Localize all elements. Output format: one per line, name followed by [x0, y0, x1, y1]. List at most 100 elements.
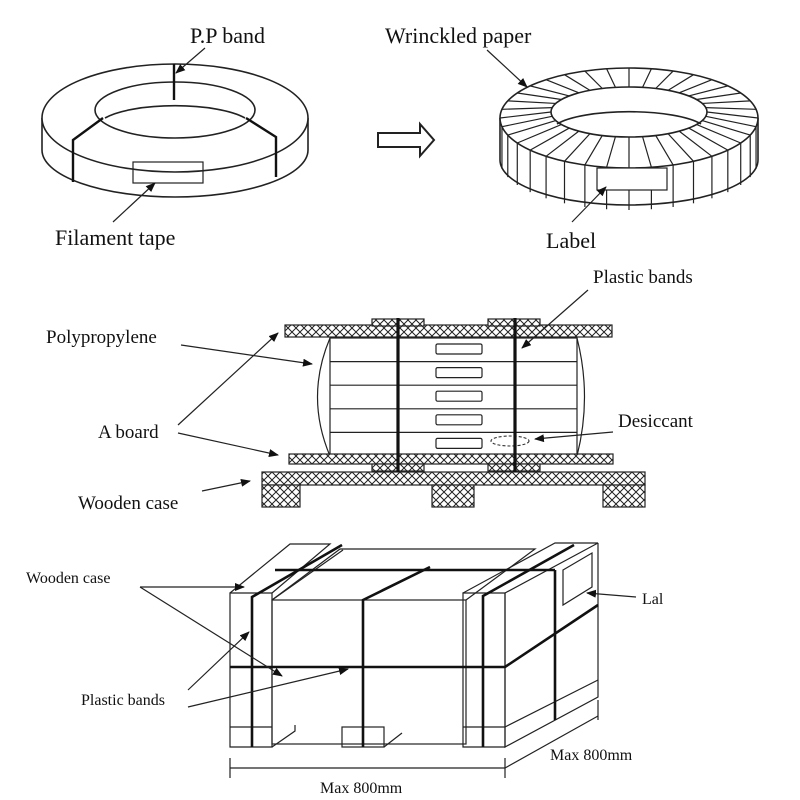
coil-label — [435, 343, 483, 355]
plastic-band-left — [250, 543, 343, 747]
wrinkle-line — [507, 119, 556, 136]
wooden-case-arrow — [201, 478, 251, 492]
wooden-case-label: Wooden case — [26, 570, 110, 587]
coil-label — [435, 414, 483, 426]
desiccant-arrow — [534, 431, 614, 443]
pp-band-label: P.P band — [190, 23, 265, 48]
coil-rows — [330, 343, 577, 449]
coil-with-wrinkled-paper: Wrinckled paper Label — [385, 23, 759, 253]
wooden-case-label: Wooden case — [78, 493, 178, 514]
plastic-band-horizontal — [230, 603, 599, 669]
wrinkle-line — [564, 133, 591, 162]
wrinkle-line — [517, 92, 562, 101]
crate-foot — [383, 732, 403, 748]
wrinkle-line — [655, 70, 674, 89]
wrinkle-line — [517, 123, 562, 144]
pp-band-arrow — [175, 47, 206, 74]
a-board-arrow-bottom — [177, 432, 279, 457]
label-arrow — [571, 186, 607, 223]
crate-right-base-line — [504, 679, 599, 728]
wooden-case-arrow-2 — [139, 586, 283, 677]
wrinkle-line — [545, 79, 580, 94]
desiccant-label: Desiccant — [618, 411, 694, 432]
wrinkle-line — [499, 111, 552, 119]
wrinkle-line — [529, 127, 570, 151]
wrinkle-line — [655, 135, 674, 166]
plastic-band-center — [361, 565, 431, 747]
wooden-case-base — [261, 471, 646, 486]
crate-front-center — [271, 599, 467, 745]
label-callout-text: Lal — [642, 591, 664, 608]
wrinkle-line — [678, 130, 713, 157]
wrinkle-line — [584, 135, 603, 166]
a-board-top — [284, 324, 613, 338]
wrinkle-line — [667, 133, 694, 162]
wrinkle-line — [501, 115, 553, 128]
wooden-crate-3d: Max 800mm Max 800mm Wooden case Plastic … — [26, 542, 664, 797]
wooden-case-foot — [602, 484, 646, 508]
pp-band-right — [245, 116, 278, 177]
coil-side-wall — [41, 118, 309, 198]
crate-end-cap-left-top — [229, 543, 332, 594]
wrinkle-lines — [499, 68, 759, 210]
wrinkle-line — [702, 119, 751, 136]
wrinkle-line — [678, 79, 713, 94]
coil-inner-wall — [556, 110, 702, 125]
wrinkle-line — [606, 136, 617, 168]
filament-tape — [132, 161, 204, 184]
wrinkle-line — [706, 111, 759, 119]
coil-with-pp-band: P.P band Filament tape — [41, 23, 309, 250]
wrinkle-line — [530, 85, 570, 97]
crate-label — [562, 551, 593, 607]
crate-right-side — [504, 543, 599, 749]
crate-end-cap-right-top — [462, 542, 599, 594]
coil-inner-wall — [104, 104, 246, 119]
desiccant-bag — [490, 435, 530, 447]
label-rectangle — [596, 167, 668, 191]
a-board-label: A board — [98, 422, 159, 443]
crate-edge — [271, 549, 344, 601]
plastic-bands-label: Plastic bands — [593, 267, 693, 288]
crate-top-face — [271, 548, 537, 601]
a-board-arrow-top — [177, 332, 279, 426]
plastic-bands-arrow — [521, 289, 589, 349]
polypropylene-wrap-right — [576, 337, 586, 457]
wrinkled-paper-arrow — [486, 49, 528, 88]
wrinkle-line — [564, 74, 591, 91]
wrinkled-paper-label: Wrinckled paper — [385, 23, 532, 48]
label-arrow — [586, 589, 637, 598]
pp-band-left — [71, 117, 104, 182]
filament-tape-label: Filament tape — [55, 225, 175, 250]
plastic-bands-label: Plastic bands — [81, 692, 165, 709]
wrinkle-line — [696, 123, 741, 144]
depth-dimension-label: Max 800mm — [550, 747, 633, 764]
coil-label — [435, 367, 483, 379]
a-board-bottom — [288, 453, 614, 465]
wrinkle-line — [702, 100, 751, 105]
wrinkle-line — [606, 68, 616, 88]
plastic-bands-arrow-2 — [187, 667, 349, 708]
wrinkle-line — [688, 127, 729, 151]
crate-foot — [271, 725, 296, 748]
wrinkle-line — [501, 107, 553, 110]
dimension-line-depth — [504, 715, 599, 769]
label-label: Label — [546, 228, 596, 253]
wrinkle-line — [507, 100, 556, 105]
wrinkle-line — [584, 70, 603, 89]
coil-label — [435, 390, 483, 402]
wrinkle-line — [705, 115, 757, 128]
wrinkle-line — [545, 130, 580, 157]
wrinkle-line — [642, 68, 652, 88]
polypropylene-arrow — [180, 344, 313, 367]
filament-tape-arrow — [112, 182, 156, 223]
plastic-bands-arrow-1 — [187, 631, 250, 691]
length-dimension-label: Max 800mm — [320, 780, 403, 797]
wooden-case-foot — [261, 484, 301, 508]
coil-label — [435, 437, 483, 449]
polypropylene-wrap-left — [316, 337, 331, 457]
plastic-band-right — [481, 543, 575, 747]
polypropylene-label: Polypropylene — [46, 327, 157, 348]
wrinkle-line — [641, 136, 652, 168]
wrinkle-line — [688, 85, 728, 97]
